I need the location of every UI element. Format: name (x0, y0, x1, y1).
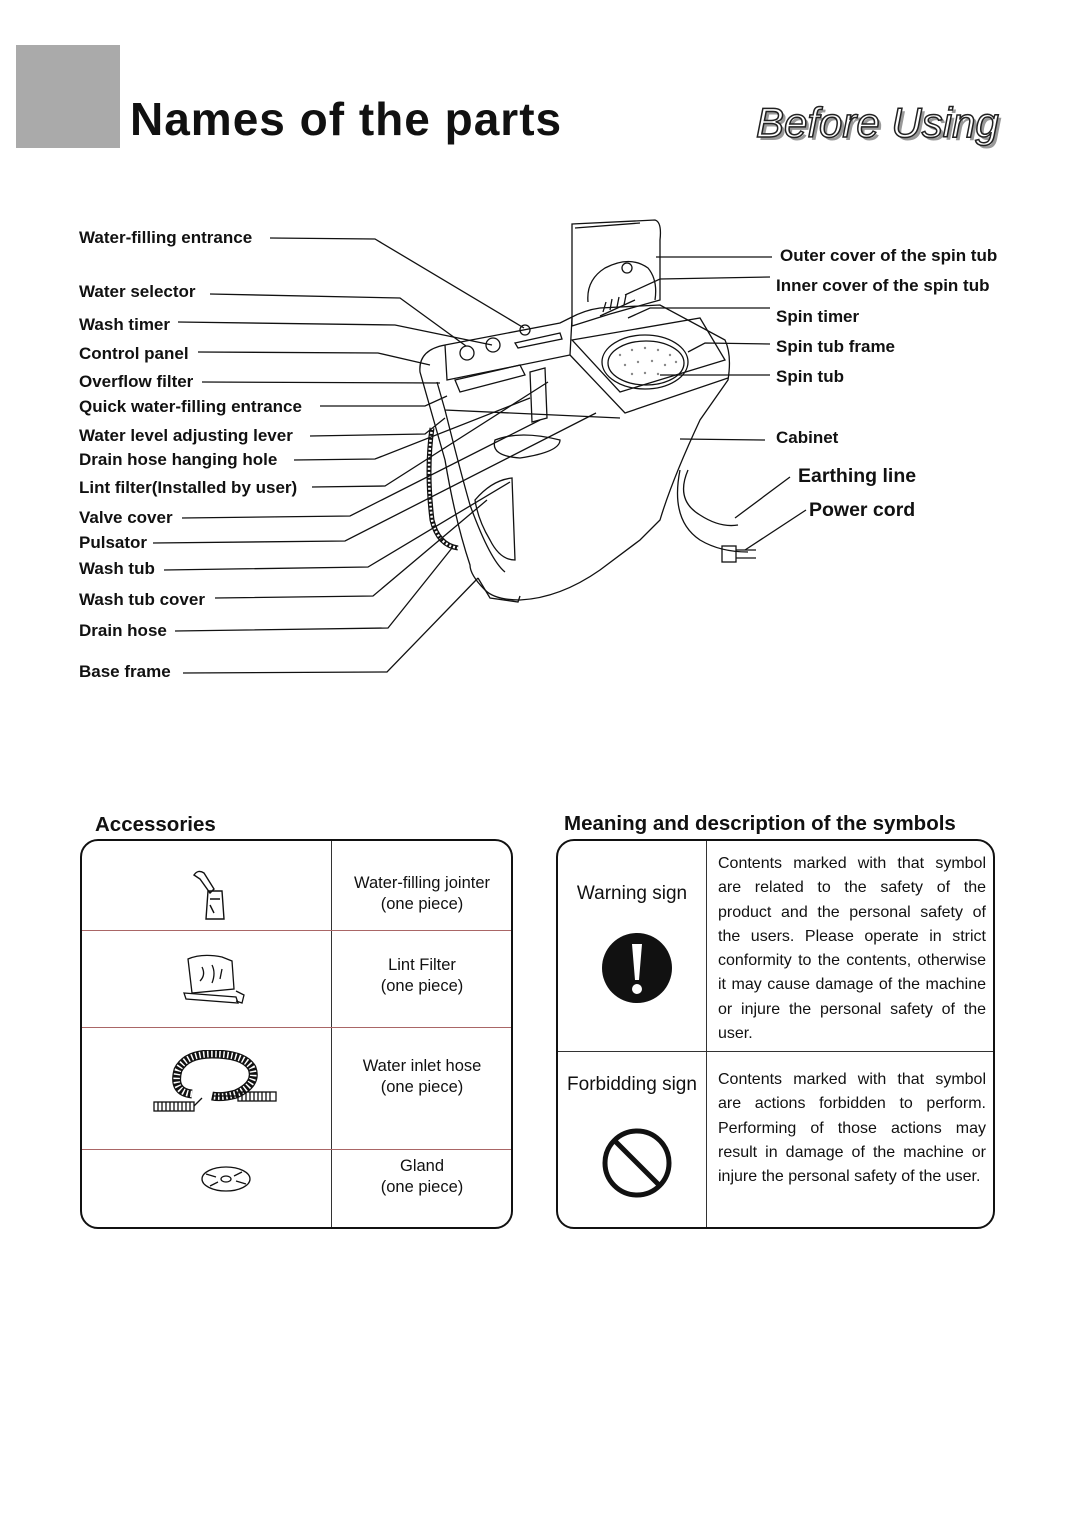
accessory-name: Lint Filter (388, 956, 456, 974)
symbols-table: Warning sign Contents marked with that s… (556, 839, 995, 1229)
symbol-name: Warning sign (576, 883, 688, 904)
label-spin-tub: Spin tub (776, 367, 844, 386)
symbol-row-forbidding: Forbidding sign Contents marked with tha… (558, 1052, 993, 1227)
label-control-panel: Control panel (79, 344, 189, 363)
label-cabinet: Cabinet (776, 428, 839, 447)
symbol-name: Forbidding sign (567, 1074, 697, 1095)
washing-machine-diagram (152, 219, 807, 674)
label-drain-hose-hanging-hole: Drain hose hanging hole (79, 450, 278, 469)
header-gray-square (16, 45, 120, 148)
accessory-name: Water inlet hose (362, 1057, 482, 1075)
symbols-heading: Meaning and description of the symbols (564, 812, 956, 835)
accessories-table: Water-filling jointer (one piece) Lint F… (80, 839, 513, 1229)
label-quick-water-filling-entrance: Quick water-filling entrance (79, 397, 302, 416)
label-water-filling-entrance: Water-filling entrance (79, 228, 253, 247)
accessory-qty: (one piece) (380, 895, 464, 913)
accessory-qty: (one piece) (380, 977, 464, 995)
accessories-heading: Accessories (95, 813, 216, 836)
label-power-cord: Power cord (809, 499, 916, 521)
label-overflow-filter: Overflow filter (79, 372, 194, 391)
label-earthing-line: Earthing line (798, 465, 917, 487)
label-water-selector: Water selector (79, 282, 196, 301)
accessory-name: Water-filling jointer (353, 874, 490, 892)
accessory-name: Gland (399, 1157, 445, 1175)
label-wash-tub-cover: Wash tub cover (79, 590, 205, 609)
label-outer-cover-spin-tub: Outer cover of the spin tub (780, 246, 998, 265)
label-valve-cover: Valve cover (79, 508, 173, 527)
page-title: Names of the parts (130, 93, 563, 145)
label-spin-timer: Spin timer (776, 307, 860, 326)
label-water-level-adjusting-lever: Water level adjusting lever (79, 426, 293, 445)
label-wash-timer: Wash timer (79, 315, 171, 334)
label-pulsator: Pulsator (79, 533, 148, 552)
accessory-qty: (one piece) (380, 1178, 464, 1196)
section-title: Before Using (755, 99, 999, 146)
accessory-row: Water-filling jointer (one piece) (82, 841, 511, 931)
water-filling-jointer-icon (193, 870, 225, 920)
accessory-qty: (one piece) (380, 1078, 464, 1096)
accessory-row: Lint Filter (one piece) (82, 931, 511, 1028)
spin-tub-lid (571, 219, 662, 327)
label-wash-tub: Wash tub (79, 559, 155, 578)
warning-exclamation-icon (602, 933, 672, 1003)
symbol-description: Contents marked with that symbol are rel… (718, 855, 986, 1043)
label-spin-tub-frame: Spin tub frame (776, 337, 896, 356)
accessory-row: Gland (one piece) (82, 1150, 511, 1227)
label-lint-filter: Lint filter(Installed by user) (79, 478, 298, 497)
gland-icon (201, 1166, 251, 1192)
symbol-description: Contents marked with that symbol are act… (718, 1071, 986, 1186)
symbols-column-divider (706, 841, 707, 1227)
symbol-row-warning: Warning sign Contents marked with that s… (558, 841, 993, 1052)
machine-cabinet (419, 304, 731, 601)
label-inner-cover-spin-tub: Inner cover of the spin tub (776, 276, 990, 295)
water-inlet-hose-icon (153, 1050, 277, 1112)
lint-filter-icon (183, 954, 245, 1004)
label-drain-hose: Drain hose (79, 621, 167, 640)
prohibition-icon (602, 1128, 672, 1198)
accessory-row: Water inlet hose (one piece) (82, 1028, 511, 1150)
accessories-column-divider (331, 841, 332, 1227)
label-base-frame: Base frame (79, 662, 171, 681)
